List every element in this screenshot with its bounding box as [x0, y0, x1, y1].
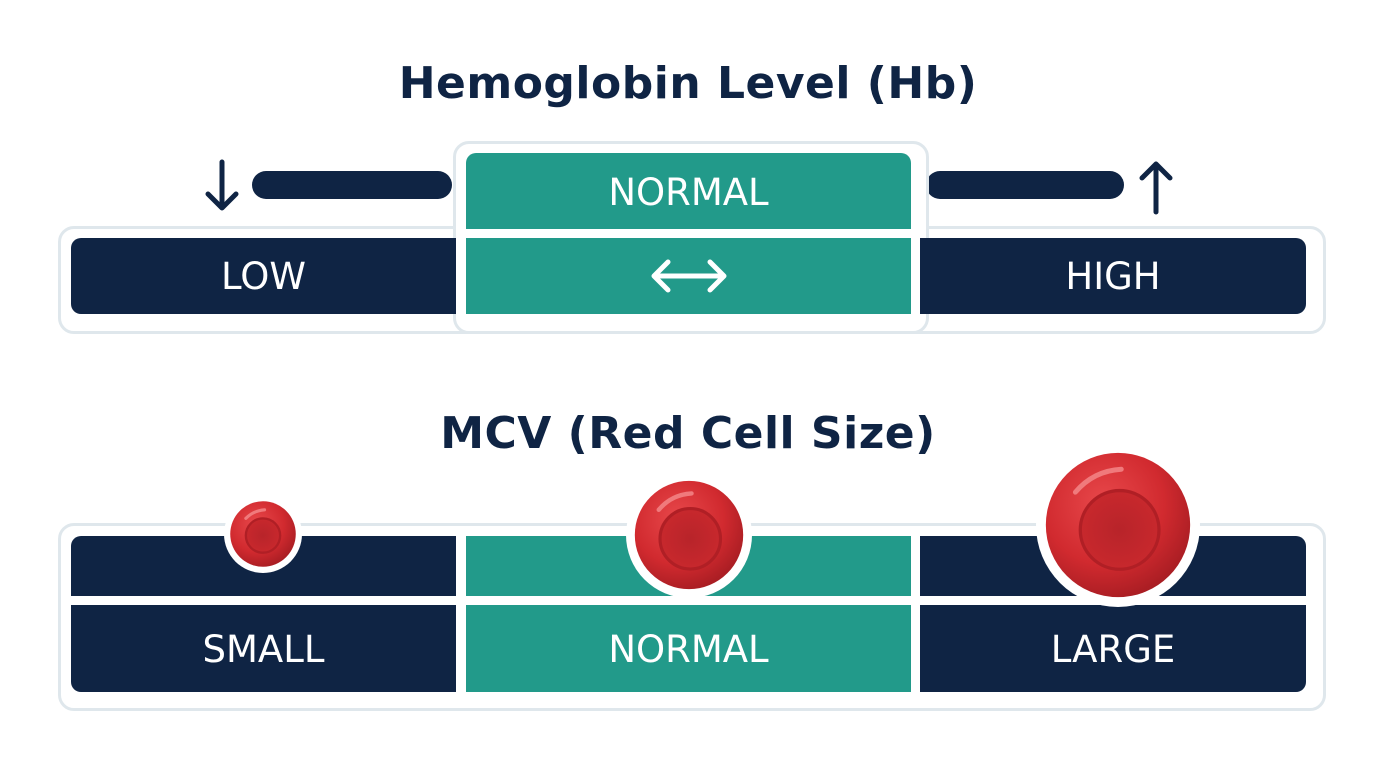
low-indicator-bar [252, 171, 452, 199]
mcv-small-segment: SMALL [71, 605, 456, 692]
hb-high-segment: HIGH [920, 238, 1306, 314]
hb-high-label: HIGH [1065, 255, 1161, 298]
hb-normal-label: NORMAL [608, 171, 769, 214]
hb-normal-segment: NORMAL [466, 153, 911, 229]
mcv-normal-segment: NORMAL [466, 605, 911, 692]
arrow-down-icon [205, 159, 239, 211]
large-red-blood-cell-icon [1036, 443, 1200, 607]
mcv-normal-label: NORMAL [608, 628, 769, 671]
arrow-up-icon [1139, 161, 1173, 215]
hemoglobin-title: Hemoglobin Level (Hb) [398, 58, 978, 109]
mcv-large-segment: LARGE [920, 605, 1306, 692]
high-indicator-bar [926, 171, 1124, 199]
small-red-blood-cell-icon [224, 495, 302, 573]
hb-low-segment: LOW [71, 238, 456, 314]
double-arrow-icon [651, 259, 727, 293]
mcv-small-label: SMALL [202, 628, 325, 671]
mcv-title: MCV (Red Cell Size) [440, 408, 936, 459]
hb-low-label: LOW [220, 255, 306, 298]
mcv-large-label: LARGE [1050, 628, 1176, 671]
hb-normal-range-segment [466, 238, 911, 314]
normal-red-blood-cell-icon [626, 472, 752, 598]
